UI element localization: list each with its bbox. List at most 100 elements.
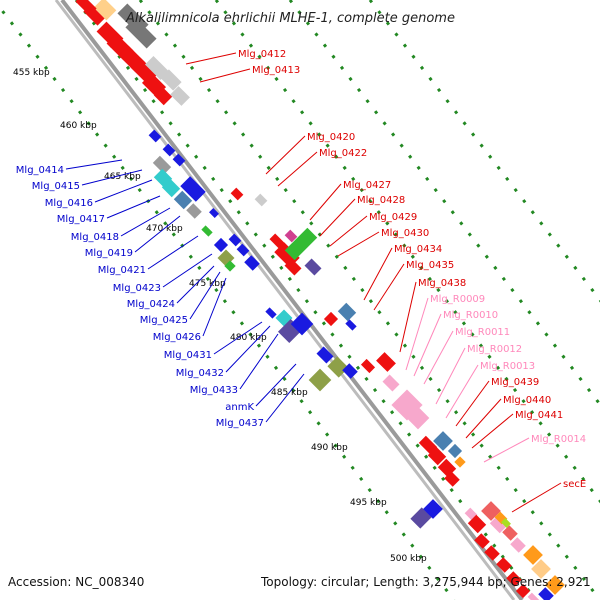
gene-label: Mlg_R0012 [467, 344, 522, 355]
backbone-outer [60, 0, 524, 600]
gene-block [173, 190, 193, 210]
gene-label: Mlg_R0014 [531, 434, 586, 445]
leader-line [134, 215, 181, 253]
leader-line [239, 333, 279, 390]
gene-block [531, 559, 551, 579]
leader-line [373, 263, 405, 311]
gene-block [433, 431, 453, 451]
leader-line [399, 281, 417, 353]
leader-line [147, 235, 199, 270]
gene-label: Mlg_R0013 [480, 361, 535, 372]
gene-block [244, 255, 260, 271]
gene-label: Mlg_R0010 [443, 310, 498, 321]
leader-layer [65, 52, 562, 513]
leader-line [162, 253, 213, 288]
leader-line [213, 321, 263, 355]
leader-line [255, 363, 297, 407]
tick-dot-row [214, 0, 600, 504]
gene-block [161, 178, 181, 198]
leader-line [265, 373, 305, 423]
gene-block [180, 176, 206, 202]
leader-line [106, 195, 161, 219]
gene-label: Mlg_0433 [190, 385, 238, 396]
gene-block [152, 155, 172, 175]
leader-line [120, 207, 171, 237]
leader-line [435, 347, 466, 405]
gene-label: Mlg_0428 [357, 195, 405, 206]
leader-line [363, 247, 393, 301]
leader-line [511, 482, 562, 513]
gene-block [342, 363, 358, 379]
gene-label: Mlg_0413 [252, 65, 300, 76]
gene-block [162, 143, 176, 157]
gene-label: Mlg_0437 [216, 418, 264, 429]
gene-label: Mlg_0438 [418, 278, 466, 289]
backbone-inner [54, 0, 516, 600]
gene-block [144, 55, 170, 81]
leader-line [483, 437, 530, 463]
gene-block [502, 525, 518, 541]
gene-block [337, 302, 357, 322]
gene-block [506, 571, 522, 587]
gene-block [382, 374, 400, 392]
leader-line [199, 68, 251, 83]
leader-line [202, 277, 227, 337]
leader-line [225, 325, 271, 373]
leader-line [445, 364, 479, 419]
gene-label: Mlg_0412 [238, 49, 286, 60]
leader-line [265, 135, 306, 175]
tick-label: 455 kbp [13, 68, 50, 78]
leader-line [185, 52, 237, 65]
backbone-layer [54, 0, 524, 600]
gene-label: anmK [225, 402, 254, 413]
gene-block [284, 258, 302, 276]
gene-block [93, 0, 117, 21]
gene-block [148, 129, 162, 143]
gene-label: Mlg_0418 [71, 232, 119, 243]
gene-label: Mlg_0434 [394, 244, 442, 255]
gene-block [186, 203, 202, 219]
gene-block [327, 356, 349, 378]
gene-block [360, 358, 376, 374]
gene-block [527, 592, 541, 600]
gene-block [228, 233, 242, 247]
gene-block [170, 86, 190, 106]
gene-block [230, 187, 244, 201]
gene-label: Mlg_0423 [113, 283, 161, 294]
tick-label: 495 kbp [350, 498, 387, 508]
gene-block [308, 368, 332, 392]
map-title: Alkalilimnicola ehrlichii MLHE-1, comple… [125, 11, 455, 26]
gene-label: Mlg_0426 [153, 332, 201, 343]
gene-block [125, 17, 157, 49]
leader-line [329, 215, 368, 247]
gene-block [418, 435, 438, 455]
gene-label: Mlg_R0009 [430, 294, 485, 305]
gene-block [474, 533, 490, 549]
gene-block [447, 443, 463, 459]
leader-line [309, 183, 342, 221]
gene-label: Mlg_0415 [32, 181, 80, 192]
gene-block [160, 69, 182, 91]
gene-label: Mlg_0414 [16, 165, 64, 176]
gene-block [323, 311, 339, 327]
gene-label: Mlg_0416 [45, 198, 93, 209]
gene-label: Mlg_0427 [343, 180, 391, 191]
label-layer: Mlg_0412Mlg_0413Mlg_0420Mlg_0422Mlg_0427… [16, 49, 586, 490]
tick-label: 460 kbp [60, 121, 97, 131]
tick-dot-row [138, 0, 600, 600]
gene-layer [75, 0, 565, 600]
tick-dot-row [288, 0, 600, 407]
tick-label: 500 kbp [390, 554, 427, 564]
gene-block [284, 229, 298, 243]
gene-block [153, 86, 173, 106]
gene-block [510, 537, 526, 553]
gene-block [454, 456, 466, 468]
leader-line [319, 198, 356, 237]
gene-block [489, 514, 509, 534]
gene-label: Mlg_0439 [491, 377, 539, 388]
tick-label: 465 kbp [104, 172, 141, 182]
leader-line [81, 169, 143, 186]
gene-label: Mlg_0421 [98, 265, 146, 276]
gene-block [501, 518, 511, 528]
